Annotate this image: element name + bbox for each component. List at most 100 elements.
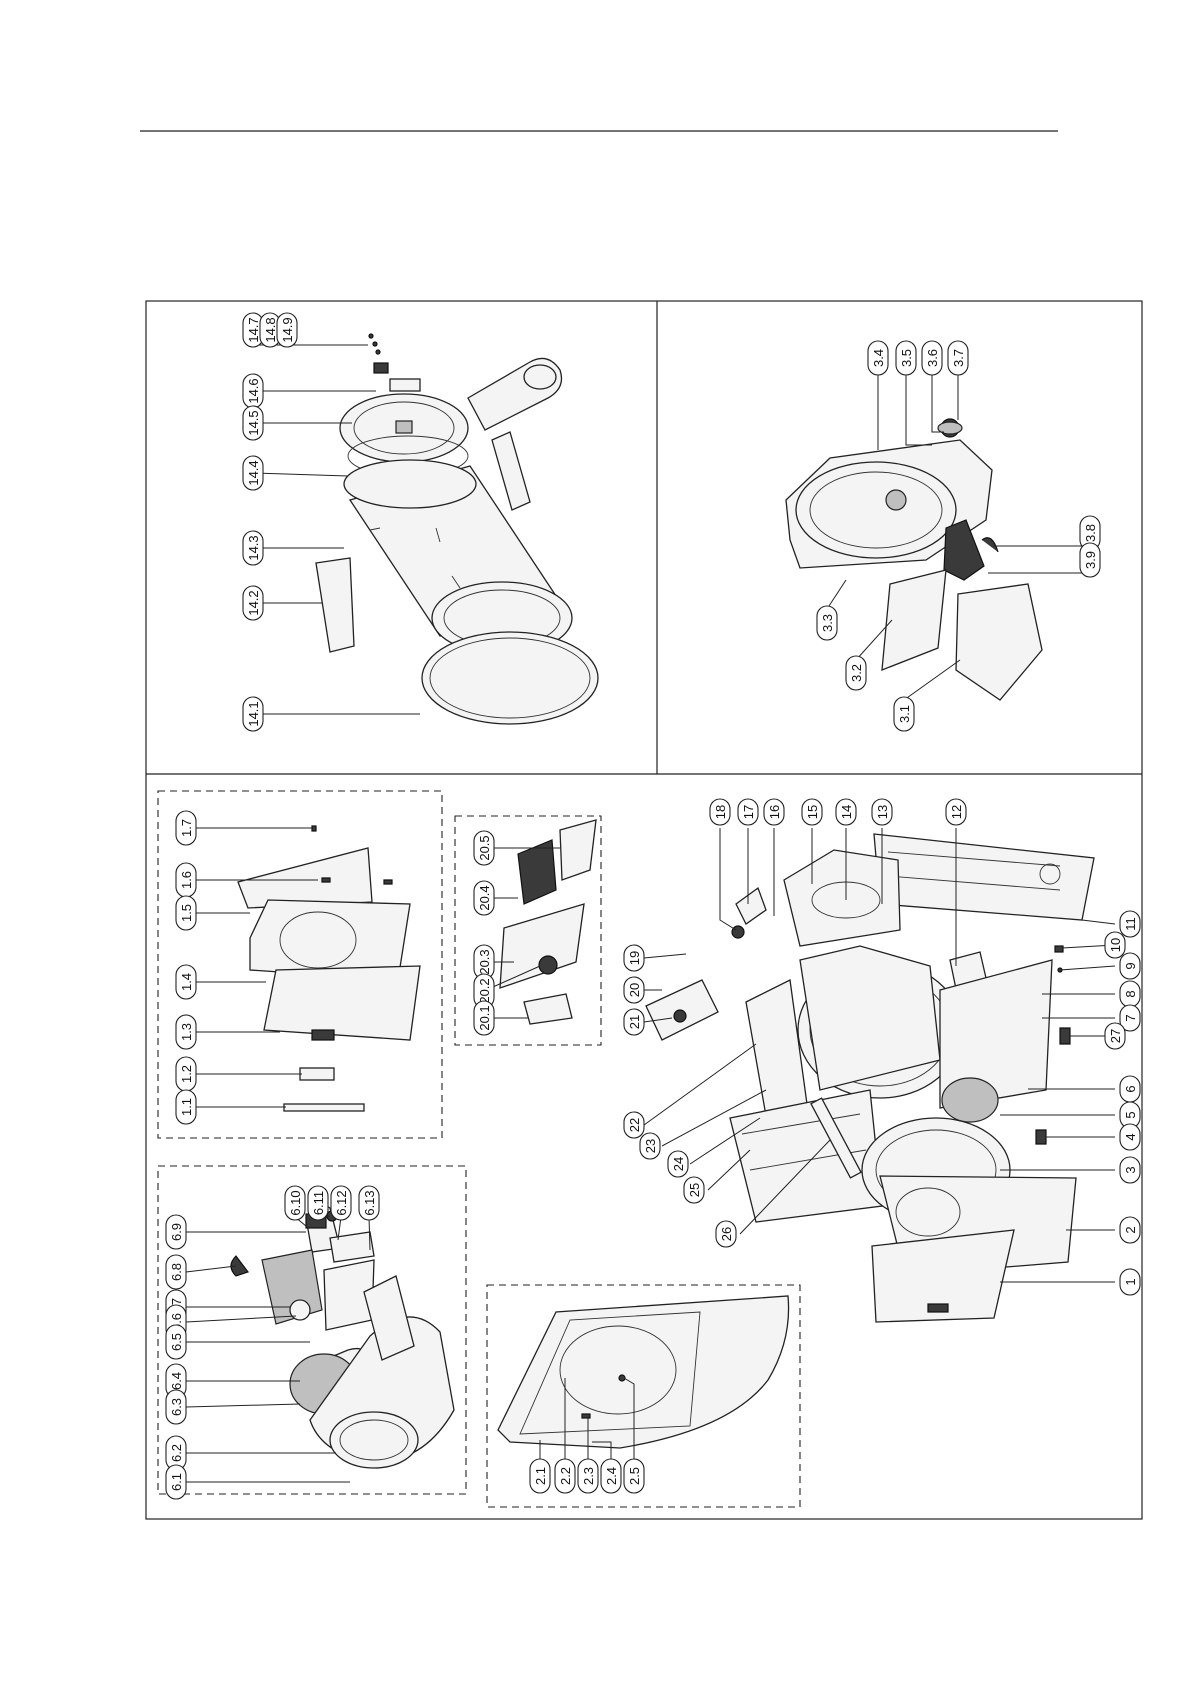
callout-number: 6.10 — [288, 1190, 303, 1215]
callout-number: 4 — [1123, 1133, 1138, 1140]
callout-main_right-3: 3 — [1120, 1157, 1140, 1183]
callout-main_left-26: 26 — [716, 1221, 736, 1247]
callout-motor-6-3: 6.3 — [166, 1390, 186, 1424]
callout-drum-14-1: 14.1 — [243, 697, 263, 731]
callout-number: 13 — [875, 805, 890, 819]
callout-main_top-13: 13 — [872, 799, 892, 825]
callout-number: 19 — [627, 951, 642, 965]
callout-number: 1.2 — [179, 1065, 194, 1083]
callout-number: 6.9 — [169, 1223, 184, 1241]
callout-main_right-27: 27 — [1105, 1023, 1125, 1049]
callout-number: 3.5 — [899, 349, 914, 367]
callout-number: 8 — [1123, 990, 1138, 997]
top-cover-assembly — [238, 826, 420, 1111]
callout-number: 2.3 — [581, 1467, 596, 1485]
callout-number: 6.8 — [169, 1263, 184, 1281]
callout-main_right-2: 2 — [1120, 1217, 1140, 1243]
callout-number: 6.5 — [169, 1333, 184, 1351]
callout-main_top-17: 17 — [738, 799, 758, 825]
callout-number: 3 — [1123, 1166, 1138, 1173]
callout-rear-3-5: 3.5 — [896, 341, 916, 375]
callout-top-1-3: 1.3 — [176, 1015, 196, 1049]
callout-door-2-2: 2.2 — [555, 1459, 575, 1493]
callout-number: 3.3 — [820, 614, 835, 632]
callout-main_right-10: 10 — [1105, 932, 1125, 958]
callout-main_left-23: 23 — [640, 1133, 660, 1159]
callout-number: 20.4 — [477, 885, 492, 910]
callout-top-1-7: 1.7 — [176, 811, 196, 845]
callout-number: 14.7 — [246, 317, 261, 342]
callout-rear-3-7: 3.7 — [948, 341, 968, 375]
callout-main_top-15: 15 — [802, 799, 822, 825]
callout-number: 14.3 — [246, 535, 261, 560]
callout-number: 3.4 — [871, 349, 886, 367]
callout-main_right-9: 9 — [1120, 953, 1140, 979]
callout-number: 1.6 — [179, 871, 194, 889]
callout-top-1-4: 1.4 — [176, 965, 196, 999]
callout-number: 3.6 — [925, 349, 940, 367]
callout-rear-3-1: 3.1 — [894, 697, 914, 731]
callout-number: 25 — [687, 1183, 702, 1197]
callout-number: 1.3 — [179, 1023, 194, 1041]
callout-number: 3.7 — [951, 349, 966, 367]
callout-main_left-19: 19 — [624, 945, 644, 971]
callout-main_top-14: 14 — [836, 799, 856, 825]
callout-number: 20.1 — [477, 1005, 492, 1030]
callout-main_left-21: 21 — [624, 1009, 644, 1035]
callout-number: 6.2 — [169, 1444, 184, 1462]
callout-number: 11 — [1123, 917, 1138, 931]
callout-number: 14.8 — [263, 317, 278, 342]
callout-number: 21 — [627, 1015, 642, 1029]
callout-number: 7 — [1123, 1014, 1138, 1021]
callout-number: 2.1 — [533, 1467, 548, 1485]
callout-number: 15 — [805, 805, 820, 819]
callout-drum-14-3: 14.3 — [243, 531, 263, 565]
callout-number: 9 — [1123, 962, 1138, 969]
callout-number: 14.6 — [246, 378, 261, 403]
callout-number: 6 — [1123, 1085, 1138, 1092]
callout-number: 6.1 — [169, 1473, 184, 1491]
callout-number: 18 — [713, 805, 728, 819]
callout-door-2-4: 2.4 — [601, 1459, 621, 1493]
callout-rear-3-2: 3.2 — [846, 656, 866, 690]
callout-number: 6.3 — [169, 1398, 184, 1416]
callout-number: 24 — [671, 1157, 686, 1171]
callout-main_left-24: 24 — [668, 1151, 688, 1177]
callout-number: 14.2 — [246, 590, 261, 615]
callout-motor-6-8: 6.8 — [166, 1255, 186, 1289]
drum-assembly — [316, 334, 598, 724]
callout-number: 14 — [839, 805, 854, 819]
callout-door-2-5: 2.5 — [624, 1459, 644, 1493]
callout-main_left-25: 25 — [684, 1177, 704, 1203]
callout-number: 2.2 — [558, 1467, 573, 1485]
callout-motor-6-10: 6.10 — [285, 1186, 305, 1220]
callout-motor-6-5: 6.5 — [166, 1325, 186, 1359]
callout-motor-6-12: 6.12 — [331, 1186, 351, 1220]
callout-main_right-6: 6 — [1120, 1076, 1140, 1102]
callout-control-20-4: 20.4 — [474, 881, 494, 915]
callout-number: 1 — [1123, 1278, 1138, 1285]
callout-number: 6.13 — [362, 1190, 377, 1215]
callout-number: 20.5 — [477, 835, 492, 860]
callout-control-20-5: 20.5 — [474, 831, 494, 865]
callout-number: 3.9 — [1083, 551, 1098, 569]
callout-motor-6-13: 6.13 — [359, 1186, 379, 1220]
callout-number: 26 — [719, 1227, 734, 1241]
callout-main_right-8: 8 — [1120, 981, 1140, 1007]
callout-number: 2 — [1123, 1226, 1138, 1233]
callout-number: 3.1 — [897, 705, 912, 723]
callout-main_right-11: 11 — [1120, 911, 1140, 937]
callout-main_top-12: 12 — [946, 799, 966, 825]
callout-number: 1.1 — [179, 1098, 194, 1116]
callout-main_top-18: 18 — [710, 799, 730, 825]
callout-number: 27 — [1108, 1029, 1123, 1043]
rear-panel-assembly — [786, 419, 1042, 700]
callout-rear-3-6: 3.6 — [922, 341, 942, 375]
callout-rear-3-4: 3.4 — [868, 341, 888, 375]
callout-number: 20 — [627, 983, 642, 997]
callout-number: 14.5 — [246, 410, 261, 435]
callout-drum-14-2: 14.2 — [243, 586, 263, 620]
callout-number: 6.11 — [311, 1191, 326, 1215]
callout-drum-14-4: 14.4 — [243, 456, 263, 490]
callout-number: 3.2 — [849, 664, 864, 682]
